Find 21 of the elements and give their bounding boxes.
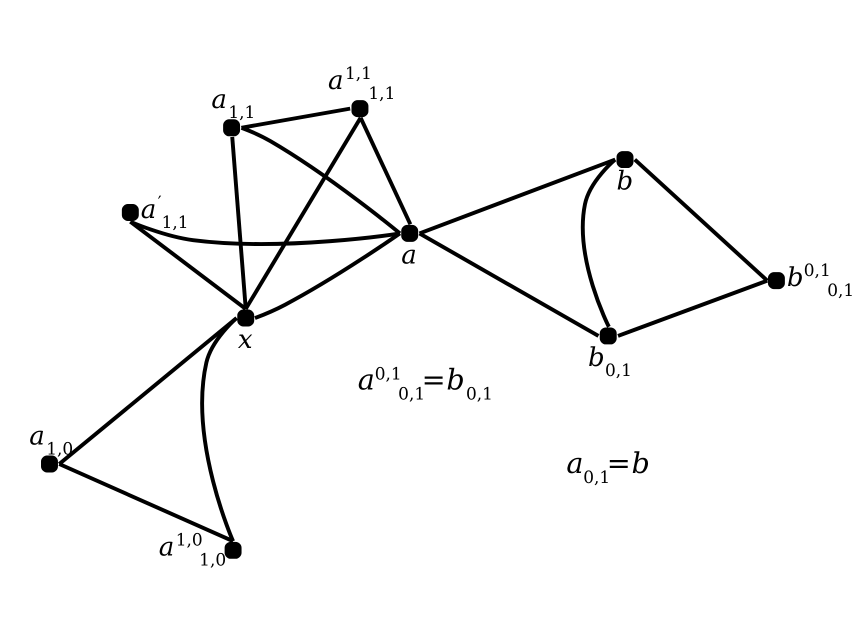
connector — [58, 462, 234, 542]
node-label: a — [401, 240, 417, 270]
connector — [633, 158, 769, 282]
connector — [358, 116, 412, 225]
node-label: a$_{1,1}$ — [211, 84, 256, 122]
connector — [244, 116, 362, 310]
connector — [230, 136, 248, 309]
connector — [617, 278, 768, 338]
connector — [58, 316, 238, 466]
connector — [418, 231, 600, 338]
node-label: b — [616, 166, 634, 196]
label: a$^{0,1}$$_{0,1}$=b$_{0,1}$ — [358, 362, 493, 403]
label: a$_{0,1}$=b — [566, 445, 650, 486]
connector — [129, 220, 247, 310]
node-label: x — [238, 324, 253, 355]
node-label: a$_{1,0}$ — [29, 420, 74, 458]
connector — [580, 158, 616, 328]
connector — [254, 231, 402, 320]
node-label: b$_{0,1}$ — [588, 342, 632, 380]
connector — [241, 106, 350, 130]
connector — [418, 157, 616, 235]
